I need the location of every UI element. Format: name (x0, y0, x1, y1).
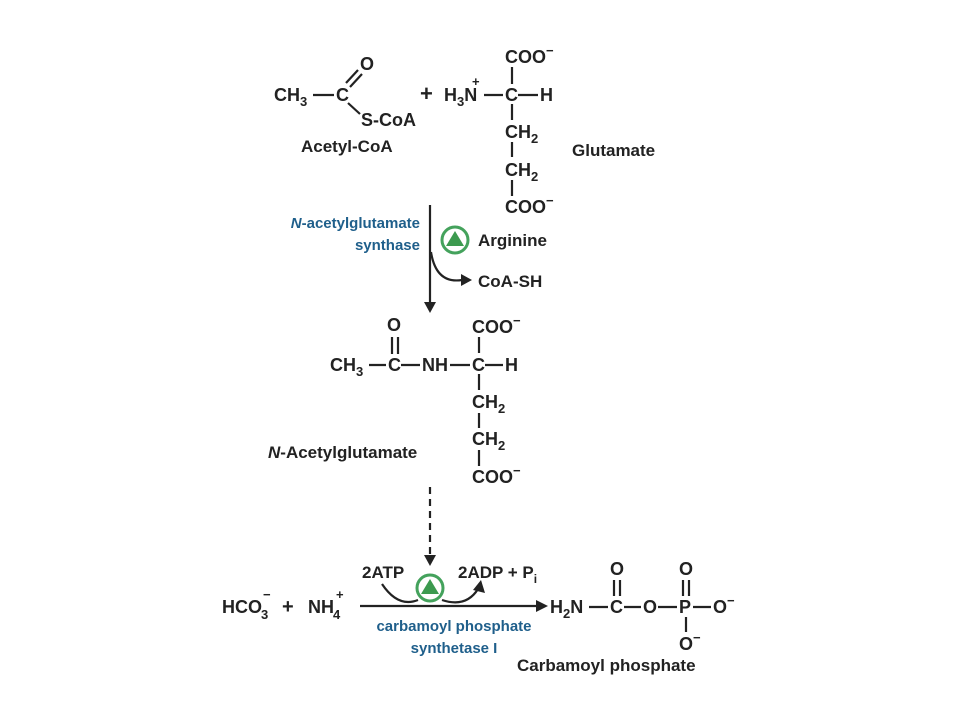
nag-ch3: CH3 (330, 355, 363, 379)
cp-p-oxygen-right: O− (713, 593, 735, 617)
step1-enzyme-line2: synthase (355, 237, 420, 254)
glutamate-alpha-carbon: C (505, 85, 518, 105)
glutamate-ch2-a: CH2 (505, 122, 538, 146)
nag-nh: NH (422, 355, 448, 375)
nag-coo-top: COO− (472, 313, 521, 337)
step1-arrow-icon (424, 302, 436, 313)
step2-reaction: HCO3 − + NH4 + 2ATP 2ADP + Pi carbamoyl … (222, 563, 548, 657)
n-acetylglutamate-structure: O CH3 C NH C H COO− CH2 CH2 COO− N-Acety… (268, 313, 521, 487)
step1-coash-arrow-icon (461, 274, 472, 286)
acetyl-coa-oxygen: O (360, 54, 374, 74)
cps1-activator-icon (415, 573, 445, 603)
step2-nh4: NH4 (308, 597, 341, 622)
step1-enzyme-line1: N-acetylglutamate (291, 215, 420, 232)
step1-reaction: N-acetylglutamate synthase Arginine CoA-… (291, 205, 547, 313)
step2-enzyme-line1: carbamoyl phosphate (376, 618, 531, 635)
cp-h2n: H2N (550, 597, 583, 621)
arginine-activator-icon (440, 225, 470, 255)
glutamate-ch2-b: CH2 (505, 160, 538, 184)
acetyl-coa-double-bond-1 (345, 69, 359, 84)
acetyl-coa-ch3: CH3 (274, 85, 307, 109)
cp-p-oxygen-top: O (679, 559, 693, 579)
acetyl-coa-s-coa: S-CoA (361, 110, 416, 130)
acetyl-coa-label: Acetyl-CoA (301, 137, 393, 156)
step2-nh4-charge: + (336, 587, 344, 602)
glutamate-coo-top: COO− (505, 43, 554, 67)
nag-coo-bottom: COO− (472, 463, 521, 487)
carbamoyl-phosphate-label: Carbamoyl phosphate (517, 656, 696, 675)
acetyl-coa-s-bond (347, 102, 361, 115)
nag-carbonyl-carbon: C (388, 355, 401, 375)
step2-hco3: HCO3 (222, 597, 268, 622)
cp-carbonyl-oxygen: O (610, 559, 624, 579)
nag-ch2-b: CH2 (472, 429, 505, 453)
nag-carbonyl-oxygen: O (387, 315, 401, 335)
step2-adp-curve (441, 588, 479, 604)
nag-alpha-carbon: C (472, 355, 485, 375)
acetyl-coa-structure: CH3 C O S-CoA Acetyl-CoA (274, 54, 416, 156)
step1-coash-branch (429, 251, 463, 282)
nag-h: H (505, 355, 518, 375)
glutamate-structure: COO− H3N + C H CH2 CH2 COO− Glutamate (444, 43, 655, 217)
acetyl-coa-double-bond-2 (349, 73, 363, 88)
cp-p-oxygen-bottom: O− (679, 630, 701, 654)
cp-bridge-oxygen: O (643, 597, 657, 617)
acetyl-coa-carbon: C (336, 85, 349, 105)
glutamate-h3n: H3N (444, 85, 477, 109)
step2-adp-arrow-icon (473, 580, 485, 593)
glutamate-label: Glutamate (572, 141, 655, 160)
nag-ch2-a: CH2 (472, 392, 505, 416)
step2-arrow-icon (536, 600, 548, 612)
step2-atp-curve (381, 583, 419, 604)
step2-hco3-charge: − (263, 587, 271, 602)
cp-carbon: C (610, 597, 623, 617)
plus-sign-2: + (282, 596, 294, 618)
step2-adp-pi: 2ADP + Pi (458, 563, 537, 586)
glutamate-coo-bottom: COO− (505, 193, 554, 217)
plus-sign-1: + (420, 81, 433, 106)
n-acetylglutamate-label: N-Acetylglutamate (268, 443, 417, 462)
glutamate-n-charge: + (472, 74, 480, 89)
step1-product-coash: CoA-SH (478, 272, 542, 291)
cp-phosphorus: P (679, 597, 691, 617)
step2-atp: 2ATP (362, 563, 404, 582)
step1-activator-arginine: Arginine (478, 231, 547, 250)
activation-arrow-icon (424, 555, 436, 566)
step2-enzyme-line2: synthetase I (411, 640, 498, 657)
glutamate-h: H (540, 85, 553, 105)
carbamoyl-phosphate-structure: H2N C O O P O O− O− Carbamoyl phosphate (517, 559, 735, 675)
